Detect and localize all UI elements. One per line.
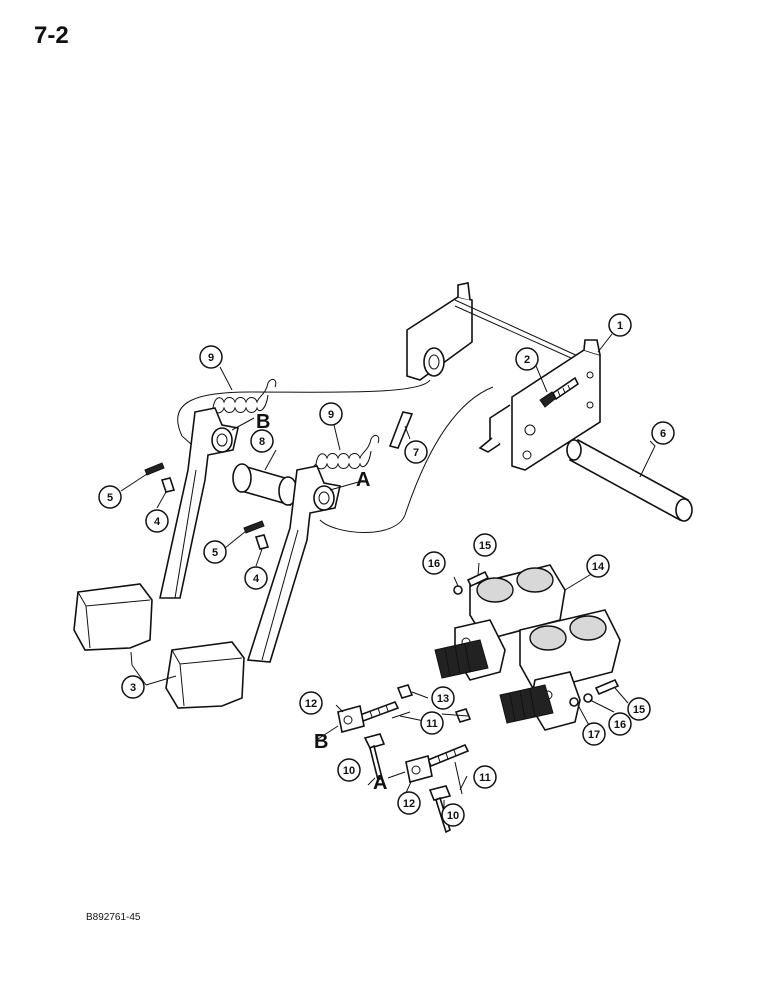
- callout-4-lower: 4: [244, 566, 268, 590]
- svg-text:9: 9: [328, 409, 334, 421]
- svg-text:16: 16: [614, 719, 626, 731]
- master-cylinder-lower: [519, 609, 621, 731]
- callout-14: 14: [586, 554, 610, 578]
- callout-15-lower: 15: [627, 697, 651, 721]
- washer-17: [569, 697, 579, 707]
- callout-4-upper: 4: [145, 509, 169, 533]
- grease-fitting-lower: [254, 534, 270, 550]
- view-letter-b-pedal: B: [256, 411, 270, 433]
- svg-text:11: 11: [426, 718, 438, 730]
- brake-pedal-b: [73, 407, 239, 651]
- view-letter-a-cylinder: A: [373, 772, 387, 794]
- svg-text:12: 12: [403, 798, 415, 810]
- page-number: 7-2: [34, 22, 69, 49]
- svg-text:17: 17: [588, 729, 600, 741]
- callout-9-lower: 9: [319, 402, 343, 426]
- boot-upper: [434, 639, 489, 679]
- svg-text:3: 3: [130, 682, 136, 694]
- view-letter-a-pedal: A: [356, 469, 370, 491]
- callout-1: 1: [608, 313, 632, 337]
- roll-pin: [388, 411, 414, 449]
- washer-16-upper: [453, 585, 463, 595]
- svg-text:14: 14: [592, 561, 605, 573]
- svg-text:12: 12: [305, 698, 317, 710]
- callout-10-a: 10: [441, 803, 465, 827]
- callout-12-b: 12: [299, 691, 323, 715]
- grease-fitting-upper: [160, 477, 176, 493]
- mounting-bracket: [406, 282, 601, 471]
- push-rod-a: [426, 743, 470, 768]
- boot-lower: [499, 684, 554, 724]
- callout-11-b: 11: [420, 711, 444, 735]
- svg-text:15: 15: [479, 540, 491, 552]
- callout-5-upper: 5: [98, 485, 122, 509]
- clevis-b: [337, 705, 365, 733]
- svg-text:5: 5: [212, 547, 218, 559]
- callout-10-b: 10: [337, 758, 361, 782]
- svg-text:9: 9: [208, 352, 214, 364]
- svg-text:10: 10: [447, 810, 459, 822]
- svg-text:5: 5: [107, 492, 113, 504]
- return-spring-lower: [307, 434, 380, 473]
- figure-code: B892761-45: [86, 912, 141, 923]
- bolt-15-lower: [594, 678, 620, 696]
- callout-13: 13: [431, 686, 455, 710]
- callout-5-lower: 5: [203, 540, 227, 564]
- svg-text:11: 11: [479, 772, 491, 784]
- view-letter-b-cylinder: B: [314, 731, 328, 753]
- svg-text:4: 4: [154, 516, 161, 528]
- svg-text:10: 10: [343, 765, 355, 777]
- callout-15-upper: 15: [473, 533, 497, 557]
- svg-text:16: 16: [428, 558, 440, 570]
- callout-3: 3: [121, 675, 145, 699]
- bushing: [232, 463, 298, 507]
- svg-text:4: 4: [253, 573, 260, 585]
- callout-16-upper: 16: [422, 551, 446, 575]
- clevis-a: [405, 755, 433, 783]
- set-screw-lower: [243, 520, 265, 534]
- svg-text:1: 1: [617, 320, 623, 332]
- callout-7: 7: [404, 440, 428, 464]
- svg-text:2: 2: [524, 354, 530, 366]
- callout-6: 6: [651, 421, 675, 445]
- callout-8: 8: [250, 429, 274, 453]
- svg-text:6: 6: [660, 428, 666, 440]
- bolt: [539, 376, 580, 408]
- callout-12-a: 12: [397, 791, 421, 815]
- callout-11-a: 11: [473, 765, 497, 789]
- callouts: 1 2 3 4 4 5 5 6 7 8 9 9 10 10 11 11 12 1…: [98, 313, 675, 827]
- callout-16-lower: 16: [608, 712, 632, 736]
- clevis-pin-b: [363, 733, 386, 782]
- bolt-15-upper: [466, 570, 490, 588]
- set-screw-upper: [144, 462, 165, 476]
- brake-pedal-a: [165, 465, 341, 709]
- callout-2: 2: [515, 347, 539, 371]
- callout-17: 17: [582, 722, 606, 746]
- callout-9-upper: 9: [199, 345, 223, 369]
- pivot-shaft: [566, 438, 693, 522]
- jam-nut-b: [396, 684, 414, 699]
- cotter-pin-b-11: [391, 711, 411, 719]
- svg-text:7: 7: [413, 447, 419, 459]
- svg-text:8: 8: [259, 436, 265, 448]
- svg-text:13: 13: [437, 693, 449, 705]
- svg-text:15: 15: [633, 704, 645, 716]
